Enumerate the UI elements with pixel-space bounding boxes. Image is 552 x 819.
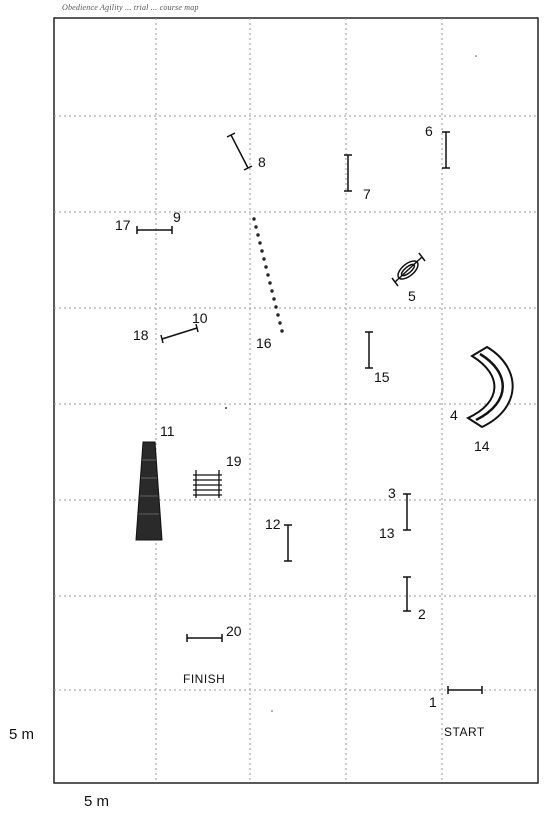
obstacle-number-18: 18 — [133, 327, 149, 343]
jump-9-17 — [136, 226, 173, 234]
a-frame-11 — [135, 441, 163, 541]
tire-5 — [391, 252, 426, 287]
obstacle-number-10: 10 — [192, 310, 208, 326]
obstacle-number-5: 5 — [408, 288, 416, 304]
obstacle-number-8: 8 — [258, 154, 266, 170]
obstacle-number-3: 3 — [388, 485, 396, 501]
tunnel-4-14 — [465, 345, 514, 429]
obstacle-number-20: 20 — [226, 623, 242, 639]
start-label: START — [444, 725, 485, 739]
vertical-scale-label: 5 m — [9, 726, 34, 743]
obstacle-number-1: 1 — [429, 694, 437, 710]
jump-10-18 — [160, 323, 199, 344]
weave-poles-16 — [252, 217, 284, 333]
horizontal-scale-label: 5 m — [84, 793, 109, 810]
jump-2 — [403, 576, 411, 612]
jump-15 — [365, 331, 373, 369]
header-note: Obedience Agility ... trial ... course m… — [62, 3, 199, 12]
obstacle-number-19: 19 — [226, 453, 242, 469]
jump-7 — [344, 154, 352, 192]
jump-8 — [226, 132, 253, 171]
jump-3-13 — [403, 493, 411, 531]
obstacle-number-11: 11 — [160, 423, 175, 439]
stray-mark — [225, 407, 227, 409]
obstacle-number-4: 4 — [450, 407, 458, 423]
finish-label: FINISH — [183, 672, 225, 686]
stray-mark — [475, 55, 477, 57]
grid-lines — [54, 18, 538, 783]
jump-20 — [186, 634, 223, 642]
obstacle-number-9: 9 — [173, 209, 181, 225]
table-19 — [193, 470, 222, 498]
obstacle-number-13: 13 — [379, 525, 395, 541]
obstacle-number-17: 17 — [115, 217, 131, 233]
jump-1 — [447, 686, 483, 694]
course-border — [53, 17, 539, 784]
obstacle-number-7: 7 — [363, 186, 371, 202]
jump-6 — [442, 131, 450, 169]
obstacle-number-16: 16 — [256, 335, 272, 351]
obstacle-number-2: 2 — [418, 606, 426, 622]
stray-mark — [271, 710, 273, 712]
jump-12 — [284, 524, 292, 562]
obstacle-number-14: 14 — [474, 438, 490, 454]
obstacle-number-12: 12 — [265, 516, 281, 532]
obstacle-number-6: 6 — [425, 123, 433, 139]
obstacle-number-15: 15 — [374, 369, 390, 385]
